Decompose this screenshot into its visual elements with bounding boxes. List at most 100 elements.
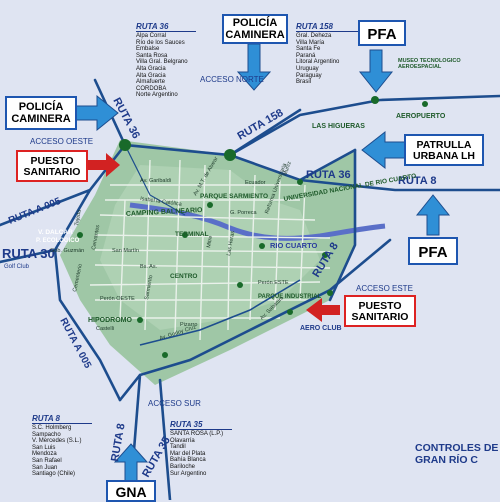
dest-ruta36-header: RUTA 36 [136, 22, 196, 32]
place-parque-industrial: PARQUE INDUSTRIAL [258, 294, 322, 300]
arrow-policia-caminera-left [74, 94, 119, 132]
dest-ruta8-item: San Rafael [32, 457, 62, 464]
place-centro: CENTRO [170, 273, 197, 280]
dest-ruta35-item: Sur Argentino [170, 470, 207, 477]
dest-ruta158-item: Gral. Deheza [296, 33, 332, 39]
dest-ruta36-item: Río de los Sauces [136, 39, 185, 46]
callout-pfa-right: PFA [408, 237, 458, 265]
callout-puesto-sanitario-right: PUESTO SANITARIO [344, 295, 416, 327]
label-ruta36-nw: RUTA 36 [110, 96, 142, 141]
avenue-sabattini [139, 279, 301, 346]
arrow-gna [113, 443, 149, 483]
dest-ruta8-item: V. Mercedes (S.L.) [32, 438, 82, 445]
dest-ruta36-item: Alta Gracia [136, 65, 166, 72]
dest-ruta36-item: Santa Rosa [136, 52, 168, 59]
dest-ruta8-item: Mendoza [32, 451, 57, 458]
callout-policia-caminera-top: POLICÍA CAMINERA [222, 14, 288, 44]
junction-dots [119, 96, 379, 161]
street-peron-este: Perón ESTE [258, 280, 289, 286]
dest-ruta8-item: San Luis [32, 444, 56, 451]
dest-ruta8-item: S.C. Holmberg [32, 425, 72, 431]
place-golf-club: Golf Club [4, 264, 30, 270]
street-peron-oeste: Perón OESTE [100, 296, 135, 302]
street-castelli: Castelli [96, 326, 114, 332]
dest-ruta35-item: Bahía Blanca [170, 457, 206, 464]
dest-ruta35-item: Bariloche [170, 463, 196, 470]
street-las-heras: Las Heras [226, 230, 236, 256]
label-acceso-este: ACCESO ESTE [356, 284, 413, 293]
place-las-higueras: LAS HIGUERAS [312, 123, 365, 130]
callout-policia-caminera-left: POLICÍA CAMINERA [5, 96, 77, 130]
dest-ruta158-header: RUTA 158 [296, 22, 358, 32]
place-camping: CAMPING BALNEARIO [126, 207, 203, 218]
dest-ruta36-item: Embalse [136, 46, 160, 53]
place-aero-club: AERO CLUB [300, 325, 342, 332]
dest-ruta158-item: Brasil [296, 79, 312, 86]
dest-ruta8-item: Sampacho [32, 431, 61, 438]
street-ecuador: Ecuador [245, 180, 266, 186]
callout-pfa-top: PFA [358, 20, 406, 46]
blue-arrows [74, 43, 451, 483]
dest-ruta35-item: SANTA ROSA (L.P.) [170, 431, 224, 437]
dest-ruta36-item: Norte Argentino [136, 92, 178, 99]
dest-ruta36-item: Villa Gral. Belgrano [136, 59, 188, 66]
red-arrows [88, 153, 340, 322]
dest-ruta36-item: Almafuerte [136, 79, 166, 86]
arrow-puesto-left [88, 153, 120, 177]
dest-ruta35-header: RUTA 35 [170, 420, 232, 430]
callout-puesto-sanitario-left: PUESTO SANITARIO [16, 150, 88, 182]
footer-line-2: GRAN RÍO C [415, 454, 478, 466]
label-ruta30: RUTA 30 [2, 246, 55, 261]
street-sarmiento: Sarmiento [144, 275, 154, 301]
avenue-isabel [124, 144, 186, 216]
arrow-patrulla [361, 130, 406, 170]
street-pizarro: Pizarro [180, 322, 197, 328]
footer-line-1: CONTROLES DE [415, 442, 499, 454]
dest-ruta35-item: Mar del Plata [170, 450, 206, 457]
dest-ruta158-item: Villa María [296, 39, 325, 46]
callout-gna: GNA [106, 480, 156, 502]
dest-ruta158-item: Uruguay [296, 65, 319, 72]
street-tejeda: Tejeda [74, 208, 83, 226]
street-mitre: Mitre [206, 235, 214, 248]
dest-ruta36-item: Alta Gracia [136, 72, 166, 79]
dest-ruta8-header: RUTA 8 [32, 414, 92, 424]
arrow-puesto-right [306, 298, 340, 322]
dest-ruta158-item: Paraguay [296, 72, 322, 79]
footer-title: CONTROLES DE GRAN RÍO C [415, 442, 500, 466]
arrow-policia-caminera-top [236, 43, 272, 91]
dest-ruta35-item: Tandil [170, 444, 186, 451]
place-v-dalcar: V. DALCAR [38, 229, 73, 236]
dest-ruta158-item: Paraná [296, 52, 316, 59]
dest-ruta8-item: Santiago (Chile) [32, 471, 76, 478]
dest-ruta158-item: Santa Fe [296, 46, 321, 53]
street-porreca: G. Porreca [230, 210, 258, 216]
street-cervantes: Cervantes [91, 224, 101, 250]
street-bs-as: Bs. As. [140, 264, 158, 270]
callout-patrulla-urbana: PATRULLA URBANA LH [404, 134, 484, 166]
dest-ruta36-item: Alpa Corral [136, 33, 167, 39]
place-terminal: TERMINAL [175, 231, 209, 238]
label-acceso-norte: ACCESO NORTE [200, 75, 264, 84]
label-acceso-oeste: ACCESO OESTE [30, 137, 93, 146]
arrow-pfa-right [415, 194, 451, 236]
place-rio-cuarto: RIO CUARTO [270, 241, 318, 250]
street-isabel: Isabel la Católica [140, 196, 183, 208]
place-aeropuerto: AEROPUERTO [396, 113, 446, 120]
dest-ruta8-item: San Juan [32, 464, 58, 471]
street-muniz: Muñiz [282, 161, 293, 177]
place-p-ecologico: P. ECOLOGICO [36, 238, 80, 244]
poi-dots [77, 101, 428, 358]
label-ruta-a005-w: RUTA A 005 [7, 196, 63, 227]
street-cementerio: Cementerio [72, 263, 84, 292]
label-ruta36-e: RUTA 36 [306, 169, 351, 181]
